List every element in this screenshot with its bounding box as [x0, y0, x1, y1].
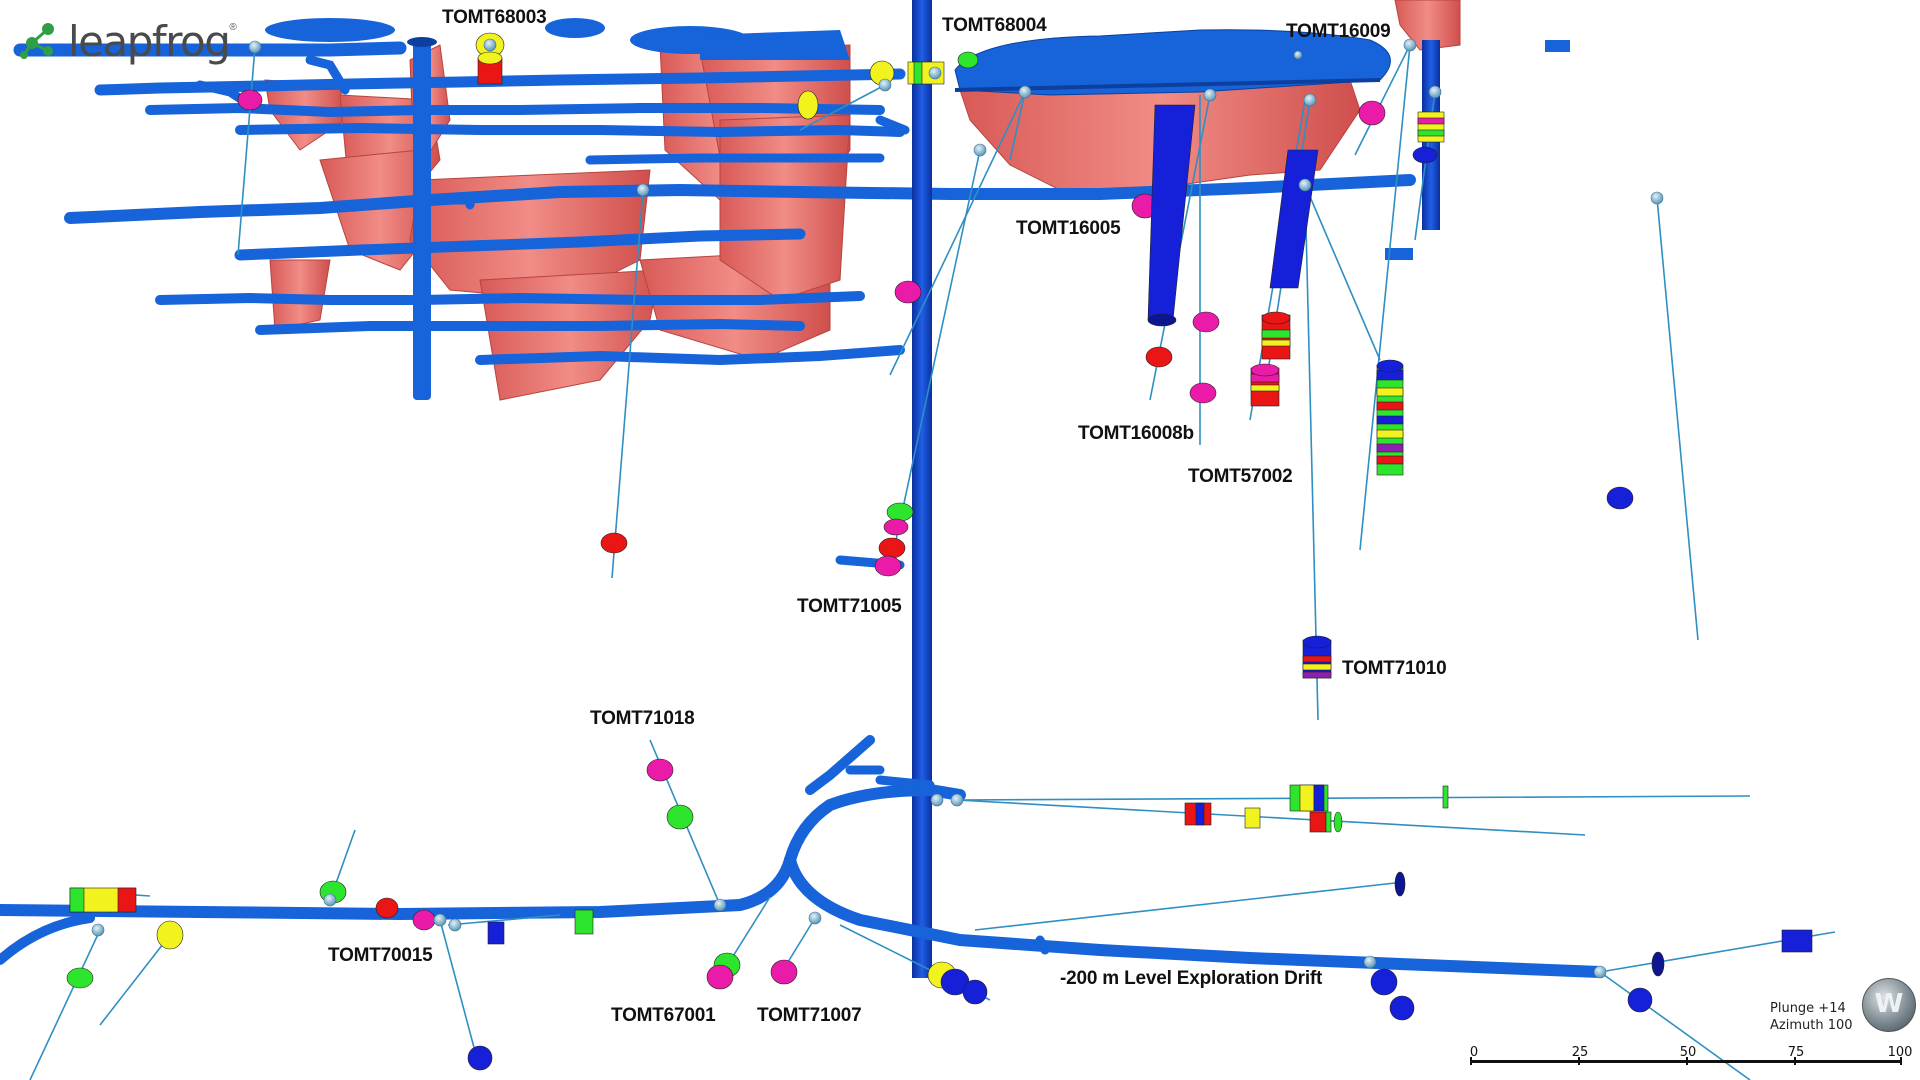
- scale-tick: 50: [1679, 1045, 1697, 1060]
- scale-tick: 0: [1469, 1045, 1479, 1060]
- brand-mark: ®: [229, 21, 237, 33]
- hole-16009-column: [1376, 111, 1445, 476]
- orebody-west: [264, 39, 851, 401]
- scale-bar-line: [1470, 1057, 1902, 1065]
- brand-name: leapfrog: [68, 16, 231, 66]
- hole-label: TOMT16009: [1286, 21, 1391, 42]
- scale-tick: 25: [1571, 1045, 1589, 1060]
- hole-label: TOMT68004: [942, 15, 1047, 36]
- scale-tick: 100: [1887, 1045, 1913, 1060]
- scale-tick: 75: [1787, 1045, 1805, 1060]
- view-orientation: Plunge +14 Azimuth 100: [1770, 1000, 1853, 1034]
- hole-label: TOMT71005: [797, 596, 902, 617]
- hole-label: TOMT16008b: [1078, 423, 1194, 444]
- hole-label: TOMT71018: [590, 708, 695, 729]
- hole-label: TOMT68003: [442, 7, 547, 28]
- lower-level-drifts: [0, 555, 1606, 978]
- hole-label: TOMT16005: [1016, 218, 1121, 239]
- scale-bar: 0 25 50 75 100: [1466, 1045, 1912, 1065]
- azimuth-readout: Azimuth 100: [1770, 1018, 1853, 1033]
- east-stope-cap: [954, 29, 1391, 96]
- hole-label: TOMT71010: [1342, 658, 1447, 679]
- hole-16008-cylinder: [1145, 104, 1220, 404]
- compass-letter: W: [1874, 989, 1904, 1019]
- drift-label: -200 m Level Exploration Drift: [1060, 968, 1323, 989]
- leapfrog-mark-icon: [20, 23, 54, 59]
- drillhole-collars: [91, 38, 1664, 979]
- hole-71010-column: [1302, 635, 1332, 679]
- leapfrog-logo: leapfrog®: [18, 16, 237, 66]
- hole-label: TOMT57002: [1188, 466, 1293, 487]
- plunge-readout: Plunge +14: [1770, 1001, 1846, 1016]
- compass-icon[interactable]: W: [1862, 978, 1916, 1032]
- hole-label: TOMT70015: [328, 945, 433, 966]
- hole-label: TOMT67001: [611, 1005, 716, 1026]
- upper-raises: [265, 18, 850, 400]
- hole-label: TOMT71007: [757, 1005, 862, 1026]
